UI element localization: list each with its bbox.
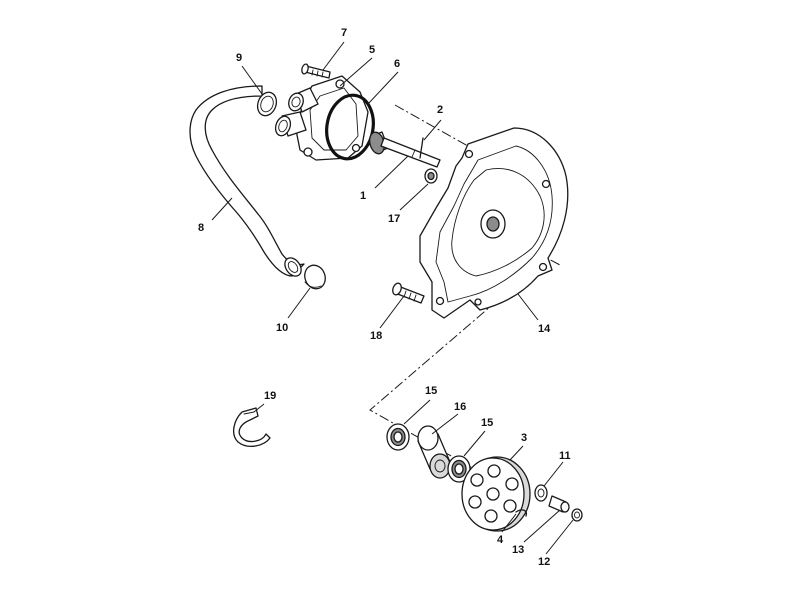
callout-9: 9 [236, 52, 243, 64]
callout-3: 3 [521, 432, 528, 444]
o-ring [325, 93, 375, 161]
gear-washer [534, 484, 548, 502]
pump-cover [274, 75, 369, 161]
callout-16: 16 [454, 401, 467, 413]
callout-15-right: 15 [481, 417, 494, 429]
callout-19: 19 [264, 390, 277, 402]
bearing-right [447, 455, 471, 483]
hose-clamp-lower [304, 264, 326, 290]
cover-bolt [392, 282, 425, 304]
callout-11: 11 [559, 450, 571, 462]
callout-13: 13 [512, 544, 525, 556]
callout-5: 5 [369, 44, 376, 56]
bearing-spacer [417, 425, 451, 479]
crankcase-cover [419, 127, 569, 319]
callout-1: 1 [360, 190, 367, 202]
callout-2: 2 [437, 104, 444, 116]
gear-pin [515, 509, 528, 517]
callout-14: 14 [538, 323, 551, 335]
pump-gear [461, 456, 531, 532]
callout-4: 4 [497, 534, 504, 546]
callout-7: 7 [341, 27, 348, 39]
shaft-seal [424, 168, 438, 184]
pin [419, 137, 424, 159]
callout-12: 12 [538, 556, 551, 568]
leader-lines [211, 41, 574, 555]
callout-17: 17 [388, 213, 401, 225]
impeller-shaft [369, 131, 441, 168]
hose-clip [232, 407, 271, 448]
callout-15-left: 15 [425, 385, 438, 397]
hose [189, 85, 305, 277]
bearing-left [386, 423, 410, 451]
callout-18: 18 [370, 330, 383, 342]
callout-6: 6 [394, 58, 401, 70]
housing-bolt [301, 63, 331, 79]
callout-10: 10 [276, 322, 289, 334]
end-washer [571, 508, 583, 522]
hose-clamp-upper [256, 91, 278, 117]
callout-8: 8 [198, 222, 205, 234]
gear-nut [548, 495, 570, 513]
